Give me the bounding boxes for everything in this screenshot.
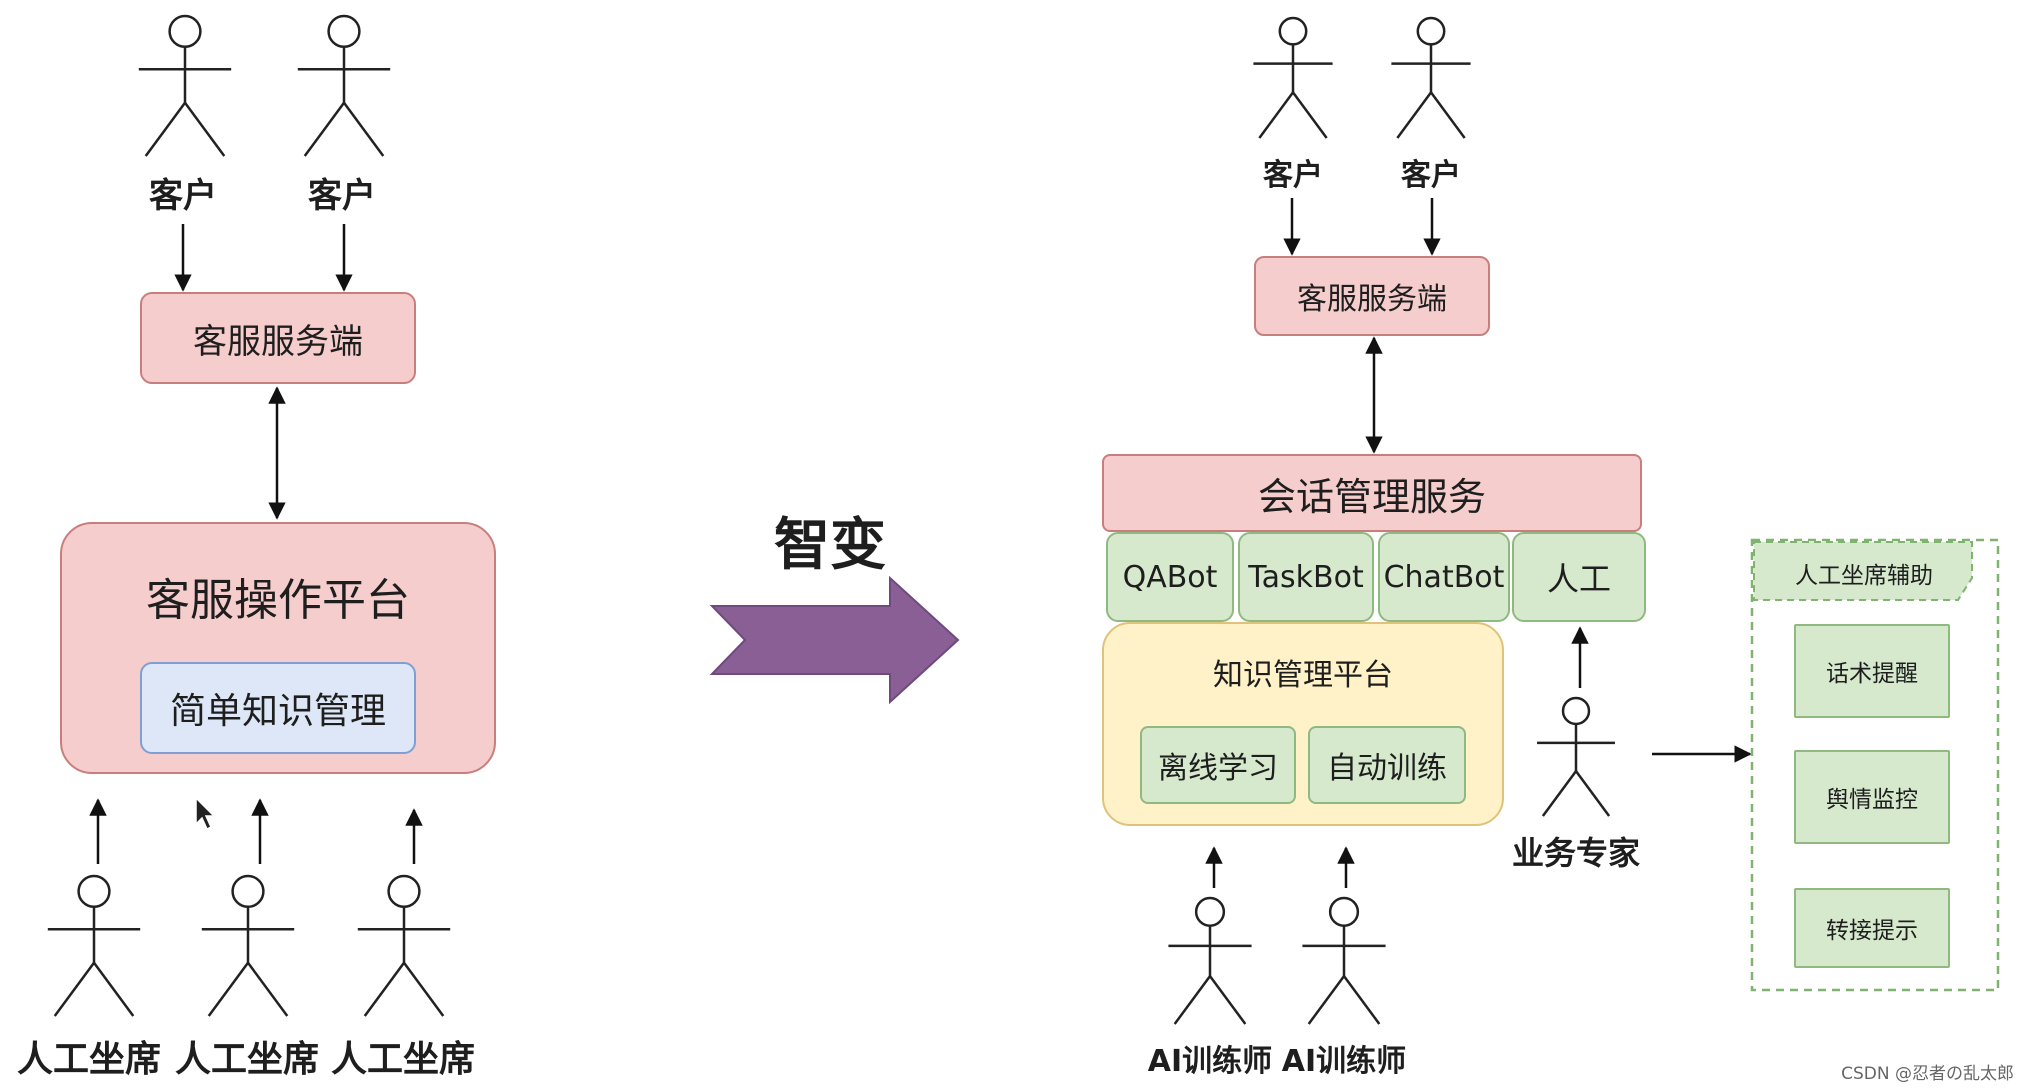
bot-box-taskbot: TaskBot — [1238, 532, 1374, 622]
right-customer-actor-2 — [1391, 16, 1471, 139]
left-platform-box: 客服操作平台 简单知识管理 — [60, 522, 496, 774]
bot-label-qabot: QABot — [1122, 559, 1218, 595]
knowledge-platform-title: 知识管理平台 — [1213, 658, 1393, 693]
bot-label-chatbot: ChatBot — [1383, 559, 1505, 595]
knowledge-item-auto-label: 自动训练 — [1327, 751, 1447, 786]
knowledge-item-offline: 离线学习 — [1140, 726, 1296, 804]
assist-item-sentiment: 舆情监控 — [1794, 750, 1950, 844]
left-platform-title: 客服操作平台 — [146, 575, 410, 626]
left-server-box: 客服服务端 — [140, 292, 416, 384]
assist-title-tab — [1753, 541, 1973, 601]
bot-label-human: 人工 — [1546, 560, 1611, 598]
right-customer-label-2: 客户 — [1401, 158, 1461, 193]
bot-box-qabot: QABot — [1106, 532, 1234, 622]
expert-label: 业务专家 — [1511, 834, 1640, 872]
right-server-label: 客服服务端 — [1297, 282, 1447, 317]
assist-item-speech: 话术提醒 — [1794, 624, 1950, 718]
left-agent-label-2: 人工坐席 — [174, 1039, 319, 1080]
left-platform-inner-label: 简单知识管理 — [169, 691, 386, 732]
mouse-cursor-icon — [195, 796, 216, 831]
assist-container — [1750, 538, 2000, 992]
knowledge-item-auto: 自动训练 — [1308, 726, 1466, 804]
right-customer-label-1: 客户 — [1263, 158, 1323, 193]
transition-label: 智变 — [774, 513, 886, 578]
assist-title: 人工坐席辅助 — [1795, 563, 1933, 589]
watermark: CSDN @忍者の乱太郎 — [1841, 1064, 2014, 1084]
bot-label-taskbot: TaskBot — [1248, 559, 1364, 595]
left-customer-label-2: 客户 — [308, 176, 376, 216]
left-agent-label-1: 人工坐席 — [16, 1039, 161, 1080]
trainer-actor-1 — [1168, 896, 1252, 1025]
trainer-actor-2 — [1302, 896, 1386, 1025]
session-service-label: 会话管理服务 — [1257, 474, 1486, 519]
right-server-box: 客服服务端 — [1254, 256, 1490, 336]
transition-arrow — [709, 575, 960, 705]
left-agent-actor-3 — [357, 874, 451, 1017]
assist-item-speech-label: 话术提醒 — [1826, 661, 1918, 687]
assist-item-transfer: 转接提示 — [1794, 888, 1950, 968]
left-platform-inner-box: 简单知识管理 — [140, 662, 416, 754]
knowledge-item-offline-label: 离线学习 — [1158, 751, 1278, 786]
bot-box-human: 人工 — [1512, 532, 1646, 622]
left-server-label: 客服服务端 — [193, 321, 363, 362]
trainer-label-2: AI训练师 — [1281, 1044, 1407, 1079]
bot-box-chatbot: ChatBot — [1378, 532, 1510, 622]
expert-actor — [1537, 696, 1615, 817]
knowledge-platform-box: 知识管理平台 离线学习 自动训练 — [1102, 622, 1504, 826]
assist-item-transfer-label: 转接提示 — [1826, 918, 1918, 944]
left-customer-actor-2 — [297, 14, 391, 157]
assist-item-sentiment-label: 舆情监控 — [1826, 787, 1918, 813]
left-customer-actor-1 — [138, 14, 232, 157]
right-customer-actor-1 — [1253, 16, 1333, 139]
left-agent-actor-2 — [201, 874, 295, 1017]
session-service-box: 会话管理服务 — [1102, 454, 1642, 532]
left-agent-label-3: 人工坐席 — [330, 1039, 475, 1080]
trainer-label-1: AI训练师 — [1147, 1044, 1273, 1079]
left-customer-label-1: 客户 — [149, 176, 217, 216]
left-agent-actor-1 — [47, 874, 141, 1017]
